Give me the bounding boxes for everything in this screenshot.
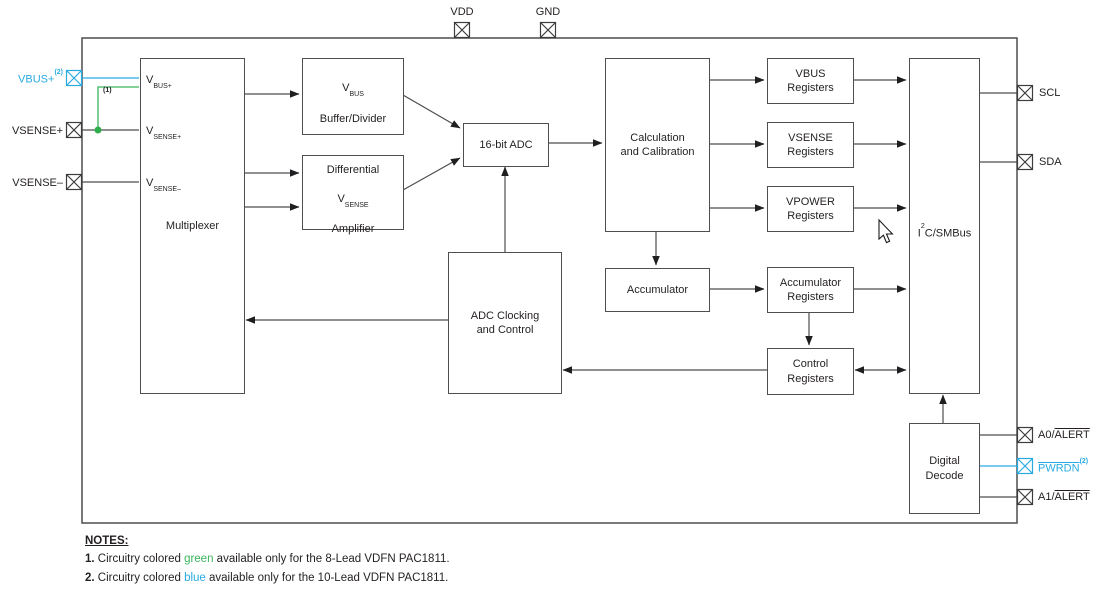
blue-pin-boxes <box>65 69 1034 475</box>
mux-input-vsense-plus: VSENSE+ <box>146 125 182 142</box>
block-vsense-registers: VSENSE Registers <box>767 122 854 168</box>
pin-label-a1-alert: A1/ALERT <box>1038 491 1090 503</box>
block-vbus-buffer-divider: VBUS Buffer/Divider <box>302 58 404 135</box>
calc-output-wires <box>652 76 765 266</box>
notes-heading: NOTES: <box>85 535 129 547</box>
block-i2c-smbus: I2C/SMBus <box>909 58 980 394</box>
adc-input-wires <box>402 94 509 252</box>
pin-label-gnd: GND <box>535 6 561 18</box>
block-label: VPOWER Registers <box>786 195 835 222</box>
wire-amp-adc <box>402 157 461 191</box>
pin-pwrdn <box>1016 457 1034 475</box>
block-adc-clocking-control: ADC Clocking and Control <box>448 252 562 394</box>
pin-boxes <box>65 21 1034 506</box>
pin-vdd <box>453 21 471 39</box>
block-16bit-adc: 16-bit ADC <box>463 123 549 167</box>
control-feedback-wires <box>245 316 947 423</box>
blue-circuitry <box>81 77 1017 467</box>
pin-label-vdd: VDD <box>450 6 474 18</box>
block-label: ADC Clocking and Control <box>470 309 540 336</box>
green-circuitry <box>94 86 139 134</box>
mux-output-wires <box>243 90 300 211</box>
mouse-cursor-icon <box>878 218 894 244</box>
pin-sda <box>1016 153 1034 171</box>
pin-label-vsense-plus: VSENSE+ <box>11 125 63 137</box>
block-differential-vsense-amplifier: Differential VSENSE Amplifier <box>302 155 404 235</box>
block-control-registers: Control Registers <box>767 348 854 395</box>
wire-green-tap <box>97 86 139 130</box>
register-i2c-wires <box>852 76 907 374</box>
block-multiplexer: Multiplexer <box>140 58 245 394</box>
pin-a1-alert <box>1016 488 1034 506</box>
block-vbus-registers: VBUS Registers <box>767 58 854 104</box>
pin-label-pwrdn: PWRDN(2) <box>1038 458 1089 475</box>
block-label: Control Registers <box>787 358 834 385</box>
block-digital-decode: Digital Decode <box>909 423 980 514</box>
pin-vsense-plus <box>65 121 83 139</box>
block-label: Calculation and Calibration <box>620 131 695 158</box>
block-label: Multiplexer <box>165 219 220 232</box>
wire-buffer-adc <box>402 94 461 129</box>
mux-input-vbus-plus: VBUS+ <box>146 74 172 91</box>
accumulator-wires <box>708 285 813 346</box>
mux-input-vsense-minus: VSENSE– <box>146 177 181 194</box>
pin-a0-alert <box>1016 426 1034 444</box>
pin-gnd <box>539 21 557 39</box>
pin-label-sda: SDA <box>1039 156 1062 168</box>
block-label: Differential VSENSE Amplifier <box>326 163 380 236</box>
block-vpower-registers: VPOWER Registers <box>767 186 854 232</box>
pin-vsense-minus <box>65 173 83 191</box>
annotation-note-1-ref: (1) <box>103 87 112 94</box>
block-label: Digital Decode <box>925 455 964 482</box>
block-label: VBUS Registers <box>787 67 834 94</box>
block-label: Accumulator Registers <box>779 276 842 303</box>
pin-label-scl: SCL <box>1039 87 1061 99</box>
pin-vbus-plus <box>65 69 83 87</box>
pin-label-vsense-minus: VSENSE– <box>12 177 63 189</box>
block-calculation-calibration: Calculation and Calibration <box>605 58 710 232</box>
green-junction-dot <box>94 126 102 134</box>
block-label: VBUS Buffer/Divider <box>319 82 387 125</box>
block-label: 16-bit ADC <box>479 138 533 151</box>
block-accumulator-registers: Accumulator Registers <box>767 267 854 313</box>
block-accumulator: Accumulator <box>605 268 710 312</box>
pin-label-vbus-plus: VBUS+(2) <box>18 69 63 86</box>
block-label: I2C/SMBus <box>917 222 972 240</box>
block-label: Accumulator <box>626 283 689 296</box>
block-label: VSENSE Registers <box>787 131 834 158</box>
note-2: 2. Circuitry colored blue available only… <box>85 572 449 584</box>
note-1: 1. Circuitry colored green available onl… <box>85 553 450 565</box>
right-pin-wires <box>978 92 1017 498</box>
pin-label-a0-alert: A0/ALERT <box>1038 429 1090 441</box>
notes-section: NOTES: 1. Circuitry colored green availa… <box>85 535 450 591</box>
pin-scl <box>1016 84 1034 102</box>
left-input-wires <box>81 129 139 183</box>
